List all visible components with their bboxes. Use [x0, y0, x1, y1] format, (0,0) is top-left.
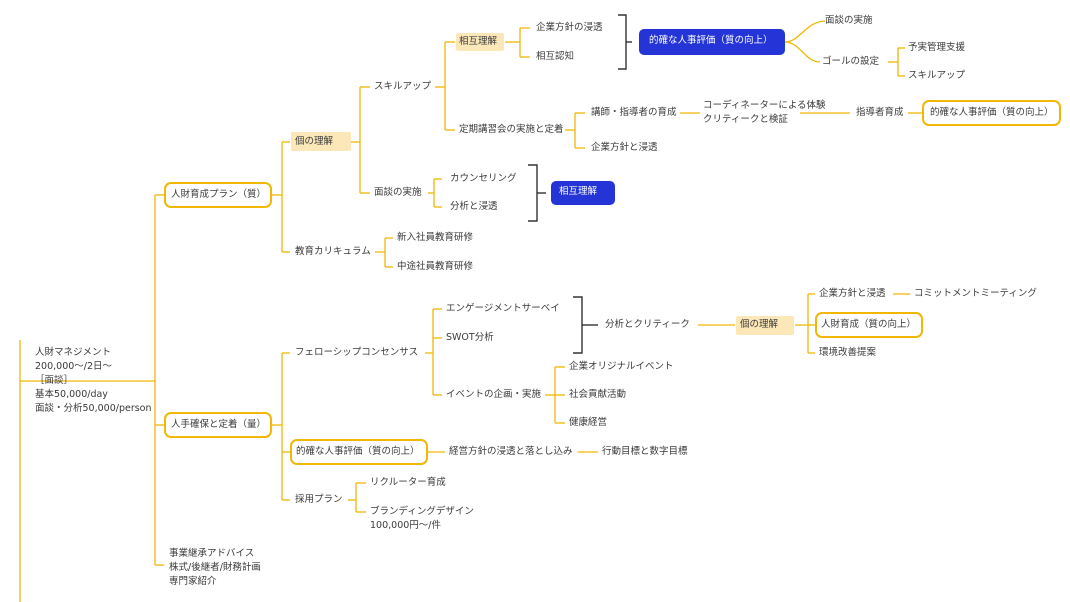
node-shinnyu: 新入社員教育研修	[397, 232, 474, 243]
node-recruiter: リクルーター育成	[370, 477, 446, 488]
highlight	[736, 316, 794, 335]
node-kyoiku: 教育カリキュラム	[295, 246, 371, 257]
node-kankyo: 環境改善提案	[819, 347, 877, 358]
node-branding: ブランディングデザイン 100,000円〜/件	[370, 506, 474, 531]
node-event: イベントの企画・実施	[446, 389, 542, 400]
node-teiki: 定期講習会の実施と定着	[459, 124, 564, 135]
node-skillup: スキルアップ	[374, 81, 432, 92]
highlight	[291, 132, 351, 151]
node-kojin: 個の理解	[295, 136, 334, 147]
node-counseling: カウンセリング	[450, 173, 517, 184]
node-sogo: 相互理解	[459, 36, 498, 47]
node-eval-box2: 的確な人事評価（質の向上）	[296, 446, 420, 457]
node-box	[164, 182, 272, 208]
node-keiei: 経営方針の浸透と落とし込み	[449, 446, 573, 457]
node-box	[815, 312, 923, 338]
blue-node-eval: 的確な人事評価（質の向上）	[639, 29, 785, 55]
highlight	[456, 33, 504, 51]
node-yojitsu: 予実管理支援	[908, 42, 966, 53]
node-chuto: 中途社員教育研修	[397, 261, 474, 272]
node-coordinator: コーディネーターによる体験 クリティークと検証	[703, 100, 826, 125]
blue-node-sogo: 相互理解	[551, 181, 615, 205]
node-shakai: 社会貢献活動	[569, 389, 627, 400]
node-goal: ゴールの設定	[822, 56, 880, 67]
node-bunseki: 分析と浸透	[450, 201, 498, 212]
node-koshi: 講師・指導者の育成	[591, 107, 677, 118]
node-kenko: 健康経営	[569, 417, 608, 428]
branch-hitode-kakuho: 人手確保と定着（量）	[171, 419, 267, 430]
node-box	[164, 412, 272, 438]
node-kigyo-shinto3: 企業方針と浸透	[819, 288, 886, 299]
node-jinzai-box: 人財育成（質の向上）	[821, 319, 917, 330]
node-mendan: 面談の実施	[374, 187, 422, 198]
branch-jinzai-ikusei: 人財育成プラン（質）	[171, 189, 267, 200]
node-swot: SWOT分析	[446, 332, 494, 343]
root-node: 人財マネジメント 200,000〜/2日〜 ［面談］ 基本50,000/day …	[35, 347, 152, 414]
node-kigyo-shinto2: 企業方針と浸透	[591, 142, 658, 153]
node-sogo-ninchi: 相互認知	[536, 51, 575, 62]
node-original-event: 企業オリジナルイベント	[569, 361, 674, 372]
node-bunseki-critique: 分析とクリティーク	[605, 319, 690, 330]
node-mendan-jisshi: 面談の実施	[825, 15, 873, 26]
node-kigyo-shinto: 企業方針の浸透	[536, 22, 603, 33]
node-engagement: エンゲージメントサーベイ	[446, 303, 560, 314]
node-box	[922, 100, 1061, 126]
branch-jigyo-keisho: 事業継承アドバイス 株式/後継者/財務計画 専門家紹介	[169, 548, 261, 587]
node-eval-box: 的確な人事評価（質の向上）	[930, 107, 1054, 118]
node-skillup2: スキルアップ	[908, 70, 966, 81]
node-kojin2: 個の理解	[740, 319, 779, 330]
node-shidosha: 指導者育成	[856, 107, 904, 118]
node-commitment: コミットメントミーティング	[914, 288, 1037, 299]
node-saiyo: 採用プラン	[295, 494, 343, 505]
node-box	[290, 439, 428, 465]
node-fellowship: フェローシップコンセンサス	[295, 347, 419, 358]
node-kodo: 行動目標と数字目標	[602, 446, 688, 457]
